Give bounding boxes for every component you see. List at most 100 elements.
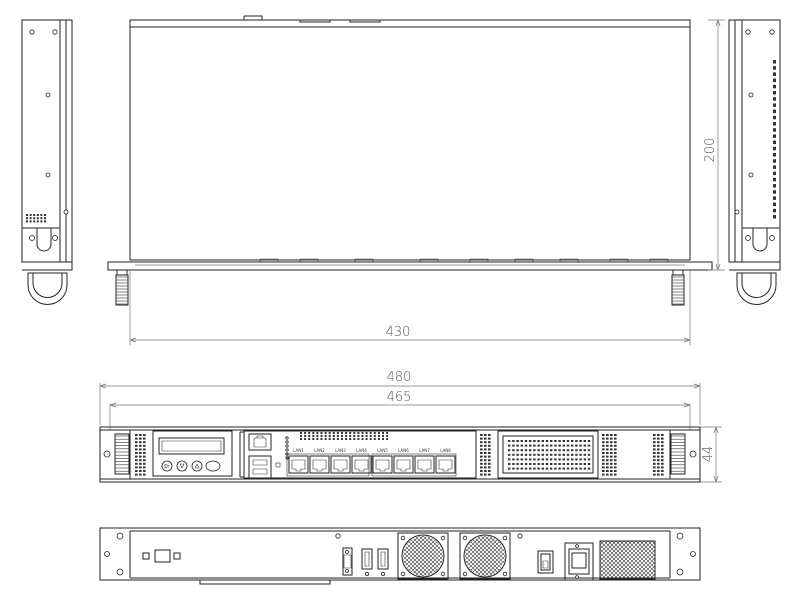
vent-slot bbox=[661, 437, 664, 440]
vent-slot bbox=[516, 449, 519, 452]
vent-slot bbox=[33, 220, 36, 223]
vent-slot bbox=[575, 449, 578, 452]
dim-44-label: 44 bbox=[701, 446, 716, 463]
vent-slot bbox=[587, 463, 591, 465]
vent-slot bbox=[512, 440, 515, 442]
rj45-socket bbox=[396, 459, 411, 472]
vent-slot bbox=[529, 440, 532, 442]
vent-slot bbox=[512, 444, 515, 447]
vent-slot bbox=[606, 462, 609, 465]
vent-slot bbox=[508, 444, 511, 447]
vent-slot bbox=[773, 215, 776, 219]
vent-slot bbox=[300, 435, 302, 437]
vent-slot bbox=[524, 444, 528, 447]
vent-slot bbox=[602, 455, 605, 458]
vent-slot bbox=[139, 441, 142, 444]
vent-slot bbox=[312, 438, 315, 440]
front-ridge bbox=[299, 258, 319, 262]
vent-slot bbox=[614, 466, 617, 469]
vent-slot bbox=[602, 437, 605, 440]
vent-slot bbox=[480, 444, 483, 447]
front-ridge bbox=[514, 258, 534, 262]
vent-slot bbox=[520, 449, 523, 452]
vent-slot bbox=[484, 441, 487, 444]
vent-slot bbox=[484, 452, 487, 454]
vent-slot bbox=[349, 435, 352, 437]
vent-slot bbox=[139, 448, 142, 451]
vent-slot bbox=[657, 448, 660, 451]
vent-slot bbox=[550, 440, 553, 442]
vent-slot bbox=[550, 444, 553, 447]
vent-slot bbox=[606, 448, 609, 451]
vent-slot bbox=[135, 455, 138, 458]
vent-slot bbox=[602, 459, 605, 462]
vent-slot bbox=[602, 462, 605, 465]
db9-port bbox=[342, 547, 353, 576]
fan-grille-icon bbox=[459, 532, 511, 580]
vent-slot bbox=[653, 434, 656, 436]
vent-slot bbox=[545, 440, 549, 442]
knob-body bbox=[671, 274, 685, 306]
vent-slot bbox=[533, 440, 536, 442]
vent-slot bbox=[554, 463, 557, 465]
vent-slot bbox=[516, 458, 519, 461]
vent-slot bbox=[653, 470, 656, 472]
fan-screw bbox=[400, 535, 406, 541]
vent-slot bbox=[550, 467, 553, 470]
led-indicator bbox=[285, 440, 289, 444]
vent-slot bbox=[533, 444, 536, 447]
vent-slot bbox=[773, 153, 776, 157]
vent-slot bbox=[529, 463, 532, 465]
vent-slot bbox=[484, 459, 487, 462]
vent-slot bbox=[44, 220, 46, 223]
power-inlet-icon bbox=[564, 542, 594, 581]
vent-slot bbox=[583, 458, 586, 461]
vent-slot bbox=[143, 455, 146, 458]
vent-slot bbox=[139, 473, 142, 476]
vent-slot bbox=[365, 438, 368, 440]
vent-slot bbox=[661, 452, 664, 454]
vent-slot bbox=[545, 449, 549, 452]
vent-slot bbox=[571, 440, 574, 442]
handle-frame bbox=[114, 433, 130, 475]
rj45-port-icon bbox=[288, 455, 309, 474]
vent-slot bbox=[606, 441, 609, 444]
fan-screw bbox=[502, 571, 508, 577]
vent-slot bbox=[373, 435, 376, 437]
vent-slot bbox=[550, 449, 553, 452]
vent-slot bbox=[657, 434, 660, 436]
vent-slot bbox=[562, 453, 565, 456]
vent-slot bbox=[484, 473, 487, 476]
vent-slot bbox=[386, 432, 389, 434]
vent-slot bbox=[345, 435, 348, 437]
knob-neck bbox=[116, 269, 128, 276]
vent-slot bbox=[606, 459, 609, 462]
vent-slot bbox=[554, 458, 557, 461]
vent-slot bbox=[300, 432, 302, 434]
vent-slot bbox=[516, 444, 519, 447]
vent-slot bbox=[533, 463, 536, 465]
vent-slot bbox=[575, 467, 578, 470]
dimension-480: 480 bbox=[99, 370, 701, 425]
vent-slot bbox=[349, 432, 352, 434]
vent-slot bbox=[545, 467, 549, 470]
vent-slot bbox=[508, 463, 511, 465]
vent-slot bbox=[135, 434, 138, 436]
vent-slot bbox=[602, 444, 605, 447]
vent-slot bbox=[516, 453, 519, 456]
vent-slot bbox=[614, 444, 617, 447]
vent-slot bbox=[135, 473, 138, 476]
vent-slot bbox=[533, 467, 536, 470]
vent-slot bbox=[558, 440, 561, 442]
vent-slot bbox=[602, 434, 605, 436]
vent-slot bbox=[488, 455, 491, 458]
vent-slot bbox=[606, 437, 609, 440]
rear-usb-port-1 bbox=[361, 548, 373, 570]
vent-slot bbox=[550, 463, 553, 465]
vent-slot bbox=[386, 435, 389, 437]
vent-slot bbox=[488, 470, 491, 472]
vent-slot bbox=[661, 448, 664, 451]
vent-slot bbox=[308, 438, 311, 440]
vent-slot bbox=[336, 435, 339, 437]
fan-screw bbox=[440, 571, 446, 577]
